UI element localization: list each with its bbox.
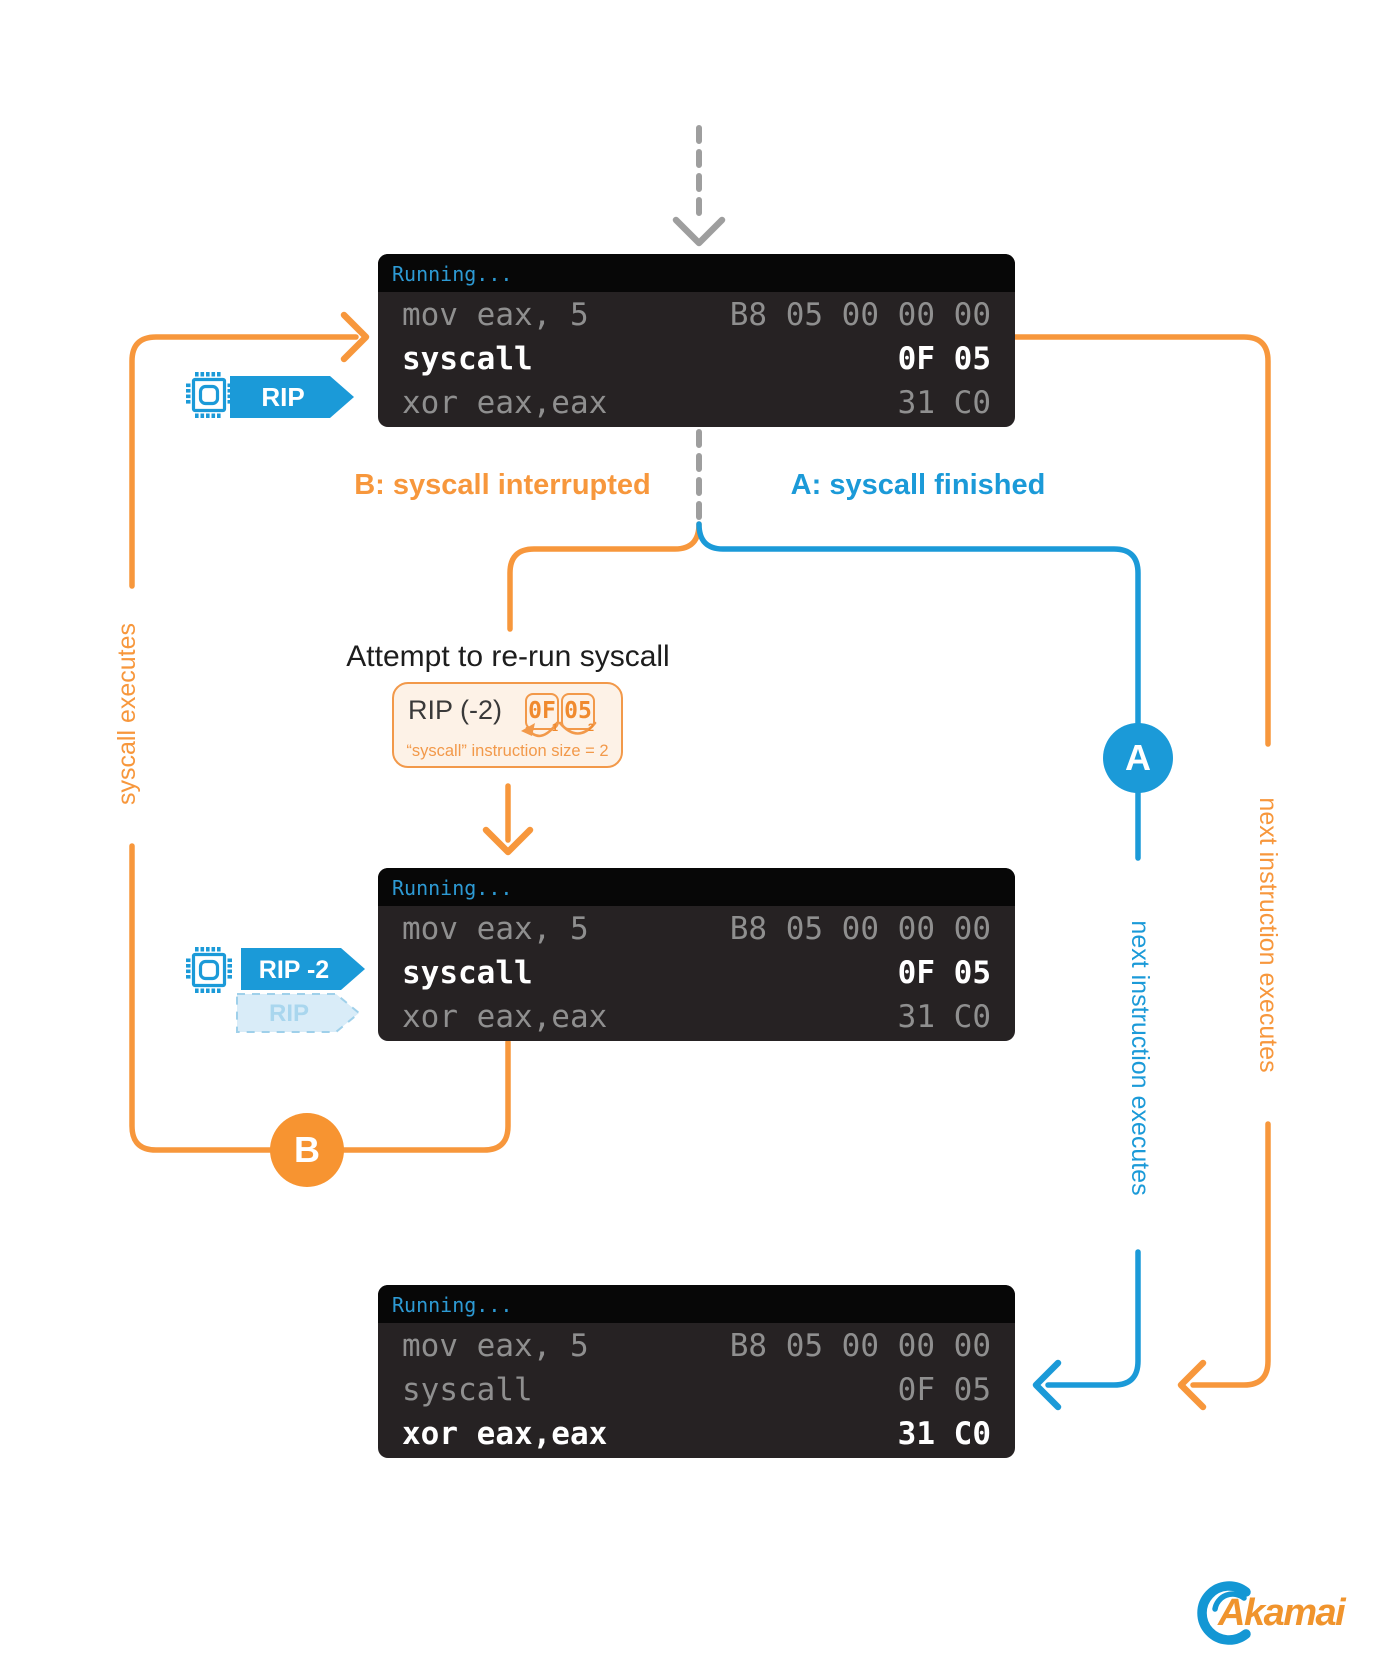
code-listing: mov eax, 5 B8 05 00 00 00 syscall 0F 05 xo… xyxy=(378,906,1015,1039)
syscall-executes-label: syscall executes xyxy=(113,622,141,806)
bytes-text: 0F 05 xyxy=(897,955,991,991)
b-branch-label: B: syscall interrupted xyxy=(354,469,651,501)
asm-text: mov eax, 5 xyxy=(402,297,589,333)
a-arrowhead-icon xyxy=(1032,1359,1062,1411)
attempt-rerun-heading: Attempt to re-run syscall xyxy=(346,640,670,673)
b-badge: B xyxy=(270,1113,344,1187)
asm-text: syscall xyxy=(402,341,533,377)
byte-index: 2 xyxy=(587,722,594,734)
next-instruction-executes-blue-label: next instruction executes xyxy=(1126,920,1154,1196)
byte-index: 1 xyxy=(551,722,558,734)
asm-text: xor eax,eax xyxy=(402,999,608,1035)
akamai-logo: Akamai xyxy=(1218,1592,1346,1634)
bytes-text: 31 C0 xyxy=(897,1416,991,1452)
b-loop-line-upper xyxy=(129,334,359,589)
bytes-text: 0F 05 xyxy=(897,1372,991,1408)
next-instruction-orange-arrowhead-icon xyxy=(1177,1359,1207,1411)
code-row-xor: xor eax,eax 31 C0 xyxy=(402,995,991,1039)
code-row-syscall: syscall 0F 05 xyxy=(402,1368,991,1412)
code-row-syscall: syscall 0F 05 xyxy=(402,337,991,381)
next-instruction-orange-lower xyxy=(1190,1121,1271,1388)
b-loop-arrowhead-icon xyxy=(340,311,370,363)
byte-value: 05 xyxy=(564,698,592,724)
code-row-mov: mov eax, 5 B8 05 00 00 00 xyxy=(402,907,991,951)
bytes-text: B8 05 00 00 00 xyxy=(729,1328,991,1364)
code-block-initial: Running... mov eax, 5 B8 05 00 00 00 sysc… xyxy=(378,254,1015,427)
rip-minus2-tag: RIP -2 xyxy=(241,948,365,995)
code-listing: mov eax, 5 B8 05 00 00 00 syscall 0F 05 xo… xyxy=(378,1323,1015,1456)
rip-ghost-tag-label: RIP xyxy=(269,1000,309,1027)
rip-minus2-register: RIP (-2) xyxy=(408,695,503,725)
rip-minus2-tag-label: RIP -2 xyxy=(259,956,329,984)
rip-tag: RIP xyxy=(230,376,354,423)
asm-text: syscall xyxy=(402,955,533,991)
code-row-mov: mov eax, 5 B8 05 00 00 00 xyxy=(402,1324,991,1368)
code-block-final: Running... mov eax, 5 B8 05 00 00 00 sysc… xyxy=(378,1285,1015,1458)
bytes-text: 0F 05 xyxy=(897,341,991,377)
a-badge: A xyxy=(1103,723,1173,793)
code-row-mov: mov eax, 5 B8 05 00 00 00 xyxy=(402,293,991,337)
code-block-rewound: Running... mov eax, 5 B8 05 00 00 00 sysc… xyxy=(378,868,1015,1041)
running-status: Running... xyxy=(378,1285,1015,1323)
code-row-xor: xor eax,eax 31 C0 xyxy=(402,1412,991,1456)
code-row-xor: xor eax,eax 31 C0 xyxy=(402,381,991,425)
a-line-lower xyxy=(1045,1249,1141,1388)
cpu-icon xyxy=(186,372,232,423)
code-listing: mov eax, 5 B8 05 00 00 00 syscall 0F 05 xo… xyxy=(378,292,1015,425)
asm-text: xor eax,eax xyxy=(402,385,608,421)
next-instruction-executes-orange-label: next instruction executes xyxy=(1254,797,1282,1073)
b-branch-curve xyxy=(507,521,702,632)
bytes-text: B8 05 00 00 00 xyxy=(729,297,991,333)
asm-text: mov eax, 5 xyxy=(402,1328,589,1364)
running-status: Running... xyxy=(378,254,1015,292)
akamai-inner-wave-icon xyxy=(1212,1591,1247,1612)
asm-text: xor eax,eax xyxy=(402,1416,608,1452)
akamai-crescent-icon xyxy=(1197,1581,1251,1645)
a-branch-label: A: syscall finished xyxy=(790,469,1046,501)
next-instruction-orange-upper xyxy=(1012,334,1271,747)
byte-value: 0F xyxy=(528,698,556,724)
bytes-text: 31 C0 xyxy=(897,999,991,1035)
rip-ghost-tag: RIP xyxy=(236,993,361,1038)
a-branch-curve xyxy=(696,521,1141,726)
running-status: Running... xyxy=(378,868,1015,906)
bytes-text: B8 05 00 00 00 xyxy=(729,911,991,947)
rip-tag-label: RIP xyxy=(261,382,304,412)
bytes-text: 31 C0 xyxy=(897,385,991,421)
asm-text: mov eax, 5 xyxy=(402,911,589,947)
cpu-icon xyxy=(186,947,232,998)
asm-text: syscall xyxy=(402,1372,533,1408)
rerun-down-arrowhead-icon xyxy=(482,826,534,856)
entry-arrowhead-icon xyxy=(672,216,726,247)
instruction-size-caption: “syscall” instruction size = 2 xyxy=(406,742,609,760)
code-row-syscall: syscall 0F 05 xyxy=(402,951,991,995)
